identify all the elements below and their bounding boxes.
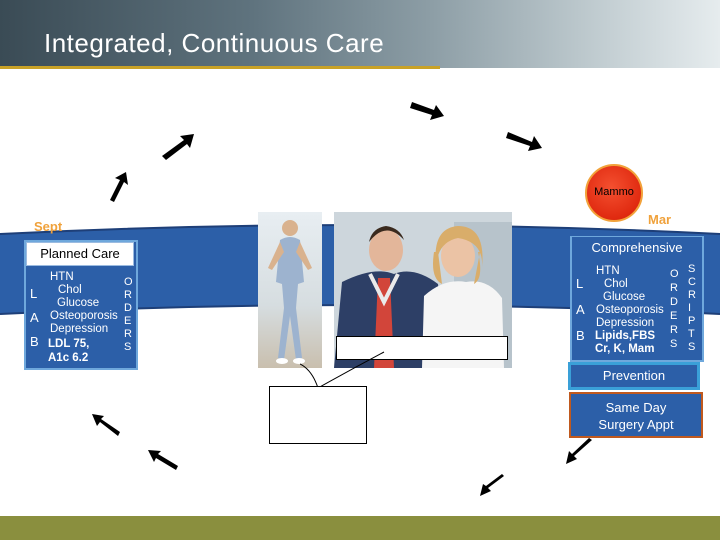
same-day-box: Same Day Surgery Appt xyxy=(569,392,703,438)
care-item: A1c 6.2 xyxy=(48,352,89,364)
same-day-line: Same Day xyxy=(605,400,667,415)
orders-letter: E xyxy=(124,315,132,327)
cycle-arrow-icon xyxy=(410,102,444,120)
cycle-arrow-icon xyxy=(162,134,194,160)
care-item: Depression xyxy=(50,323,109,335)
care-item: Glucose xyxy=(603,291,646,303)
orders-letter: O xyxy=(670,268,679,280)
header-bar xyxy=(0,0,720,68)
lab-letter: B xyxy=(30,334,39,349)
cycle-arrow-icon xyxy=(506,132,542,151)
orders-letter: E xyxy=(670,310,678,322)
cycle-arrow-icon xyxy=(110,172,128,202)
scripts-letter: C xyxy=(688,276,696,288)
prevention-box: Prevention xyxy=(568,362,700,390)
care-item: HTN xyxy=(596,265,620,277)
care-item: Lipids,FBS xyxy=(595,330,656,342)
orders-letter: R xyxy=(670,282,678,294)
care-item: Osteoporosis xyxy=(596,304,664,316)
cycle-arrow-icon xyxy=(92,414,120,436)
scripts-letter: S xyxy=(688,263,696,275)
care-item: Chol xyxy=(604,278,628,290)
cycle-arrow-icon xyxy=(148,450,178,470)
scripts-letter: T xyxy=(688,328,695,340)
cycle-arrow-icon xyxy=(566,438,592,464)
scripts-letter: P xyxy=(688,315,696,327)
care-item: HTN xyxy=(50,271,74,283)
orders-letter: R xyxy=(670,324,678,336)
scripts-letter: S xyxy=(688,341,696,353)
lab-letter: B xyxy=(576,328,585,343)
care-item: Chol xyxy=(58,284,82,296)
comprehensive-header: Comprehensive xyxy=(572,237,702,259)
callout-box xyxy=(269,386,367,444)
care-item: Depression xyxy=(596,317,655,329)
lab-letter: L xyxy=(30,286,38,301)
care-item: Glucose xyxy=(57,297,100,309)
orders-letter: S xyxy=(124,341,132,353)
header-underline xyxy=(0,66,440,69)
surgery-appt-line: Surgery Appt xyxy=(598,417,674,432)
orders-letter: S xyxy=(670,338,678,350)
photo-caption-box xyxy=(336,336,508,360)
start-month-label: Sept xyxy=(34,219,63,234)
care-item: Osteoporosis xyxy=(50,310,118,322)
lab-letter: A xyxy=(30,310,39,325)
orders-letter: D xyxy=(670,296,678,308)
mammo-circle xyxy=(585,164,643,222)
orders-letter: R xyxy=(124,289,132,301)
walking-woman-photo xyxy=(258,212,322,368)
cycle-arrow-icon xyxy=(480,474,504,496)
end-month-label: Mar xyxy=(648,212,672,227)
callout-pointer xyxy=(300,351,385,389)
scripts-letter: R xyxy=(688,289,696,301)
orders-letter: R xyxy=(124,328,132,340)
planned-care-header: Planned Care xyxy=(26,242,134,266)
care-item: Cr, K, Mam xyxy=(595,343,655,355)
orders-letter: D xyxy=(124,302,132,314)
slide-title: Integrated, Continuous Care xyxy=(44,28,385,58)
lab-letter: L xyxy=(576,276,584,291)
scripts-letter: I xyxy=(688,302,692,314)
footer-bar xyxy=(0,516,720,540)
orders-letter: O xyxy=(124,276,133,288)
lab-letter: A xyxy=(576,302,585,317)
care-item: LDL 75, xyxy=(48,338,90,350)
mammo-label: Mammo xyxy=(594,186,634,198)
